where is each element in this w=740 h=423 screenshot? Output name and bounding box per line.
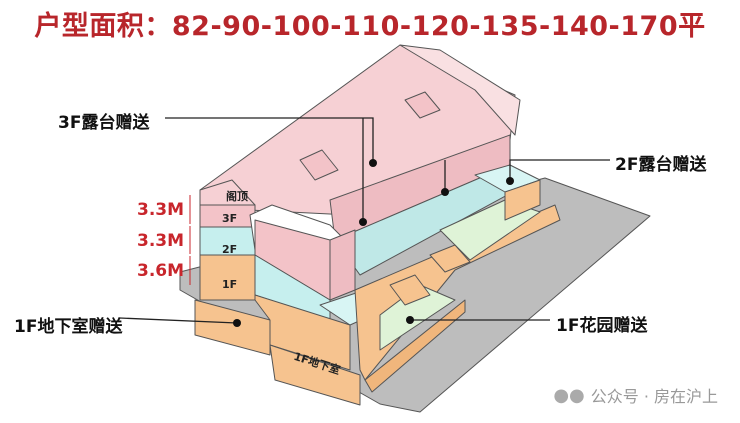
floor-3f: 3F xyxy=(222,212,238,225)
basement-front xyxy=(269,344,361,406)
wechat-icon: ●● xyxy=(553,384,585,406)
label-1f-basement: 1F地下室赠送 xyxy=(14,317,123,337)
roof-ridge-shade xyxy=(399,44,521,136)
floor-2f: 2F xyxy=(222,243,238,256)
second-floor-left xyxy=(199,226,256,256)
floor-attic: 阁顶 xyxy=(226,190,248,203)
watermark: ●● 公众号 · 房在沪上 xyxy=(553,383,718,407)
garden-outer-wall xyxy=(364,299,466,393)
dormer xyxy=(299,149,339,181)
height-3f: 3.3M xyxy=(137,200,185,220)
right-tower-orange xyxy=(504,179,541,221)
stair-block xyxy=(429,244,471,273)
basement-left xyxy=(194,299,271,356)
third-floor-front-side xyxy=(329,229,356,301)
page-title: 户型面积：82-90-100-110-120-135-140-170平 xyxy=(34,11,706,42)
label-2f-terrace: 2F露台赠送 xyxy=(615,155,707,175)
marker-dot xyxy=(233,319,241,327)
leader-2f-terrace xyxy=(509,159,610,181)
height-1f: 3.6M xyxy=(137,261,185,281)
marker-dot xyxy=(406,316,414,324)
label-1f-garden: 1F花园赠送 xyxy=(556,316,648,336)
watermark-text: 公众号 · 房在沪上 xyxy=(590,387,718,406)
stair-block xyxy=(389,274,431,306)
marker-dot xyxy=(506,177,514,185)
dormer xyxy=(404,91,441,119)
floor-1f: 1F xyxy=(222,278,238,291)
leader-3f-terrace xyxy=(165,117,374,163)
first-floor-left xyxy=(199,254,256,301)
marker-dot xyxy=(369,159,377,167)
marker-dot xyxy=(441,188,449,196)
marker-dot xyxy=(359,218,367,226)
label-3f-terrace: 3F露台赠送 xyxy=(58,113,150,133)
leader-basement xyxy=(119,317,238,324)
height-2f: 3.3M xyxy=(137,231,185,251)
